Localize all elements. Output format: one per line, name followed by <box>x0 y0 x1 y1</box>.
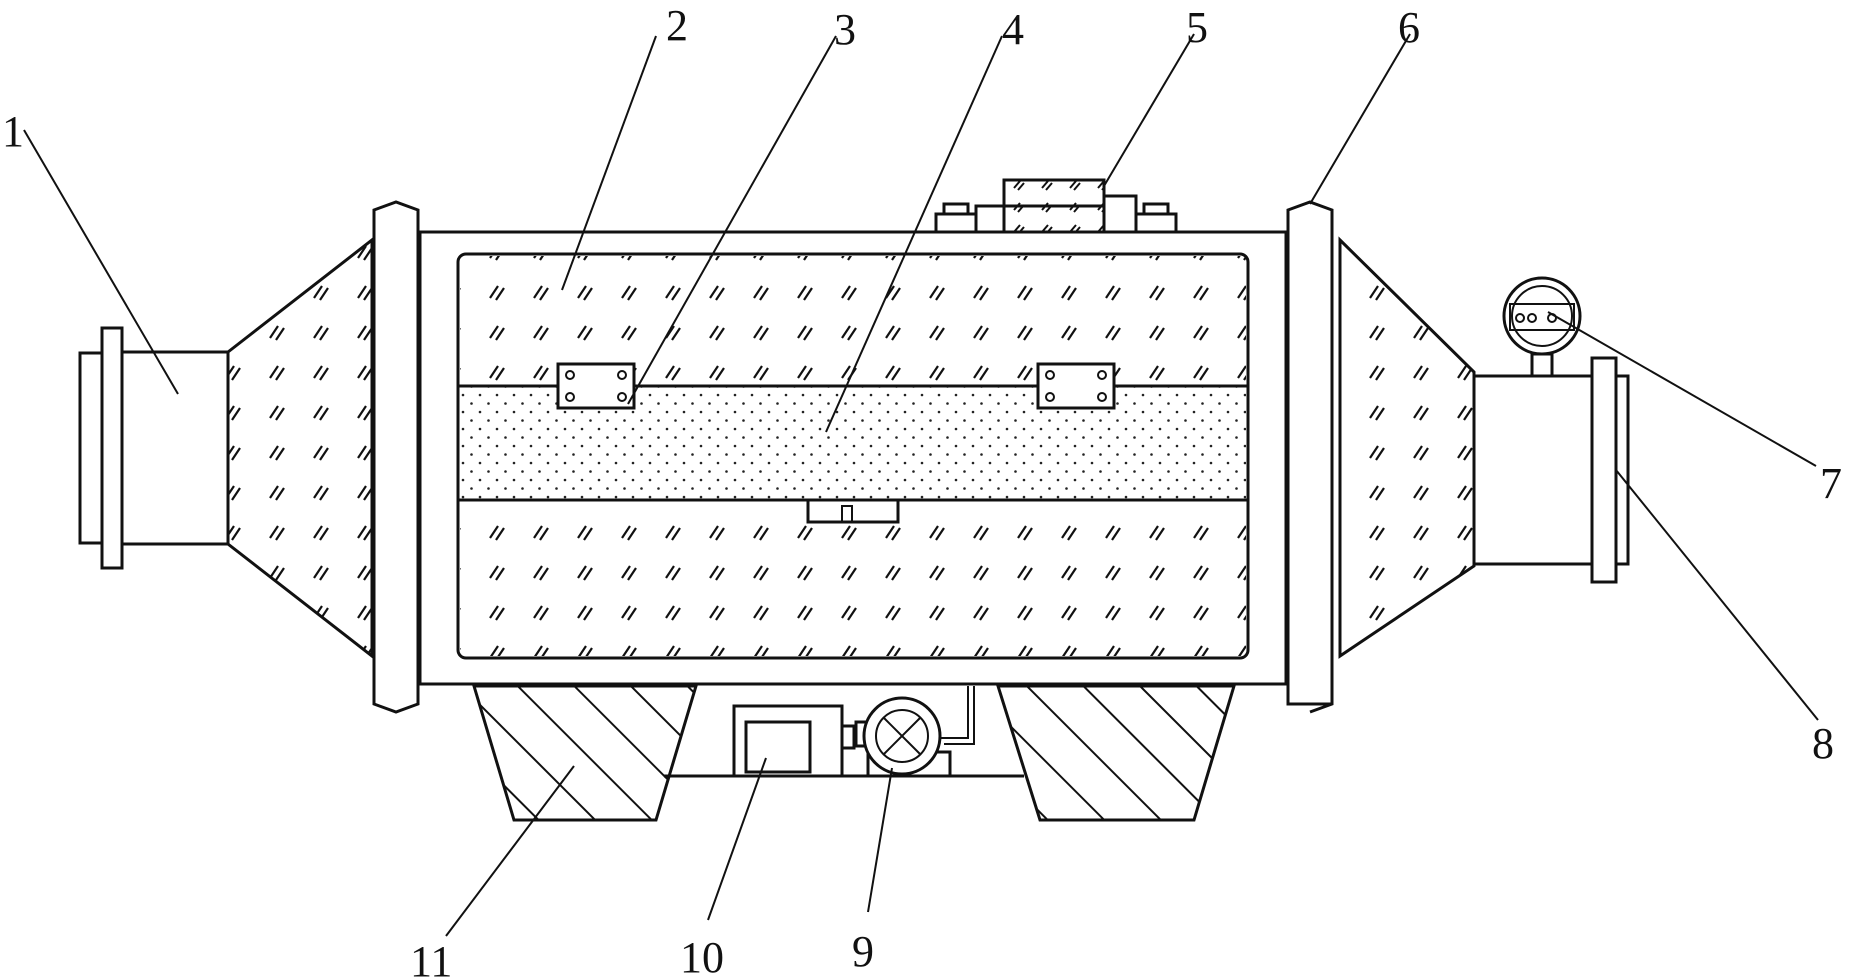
pressure-gauge <box>1504 278 1580 376</box>
left-flange <box>374 202 418 712</box>
label-1: 1 <box>2 107 24 156</box>
left-support <box>474 686 696 820</box>
bracket-right <box>1038 364 1114 408</box>
bracket-left <box>558 364 634 408</box>
center-clip <box>808 500 898 522</box>
top-unit <box>936 180 1176 232</box>
pump <box>856 686 974 776</box>
filter-chamber <box>458 254 1248 658</box>
inlet-pipe <box>80 328 228 568</box>
right-support <box>998 686 1234 820</box>
label-7: 7 <box>1820 459 1842 508</box>
right-flange <box>1288 202 1332 712</box>
label-3: 3 <box>834 5 856 54</box>
label-9: 9 <box>852 927 874 976</box>
label-4: 4 <box>1002 5 1024 54</box>
label-5: 5 <box>1186 3 1208 52</box>
control-box <box>734 706 854 776</box>
label-10: 10 <box>680 933 724 978</box>
label-2: 2 <box>666 1 688 50</box>
left-cone <box>228 240 372 656</box>
label-11: 11 <box>410 937 452 978</box>
label-8: 8 <box>1812 719 1834 768</box>
outlet-pipe <box>1474 358 1628 582</box>
right-cone <box>1340 240 1474 656</box>
label-6: 6 <box>1398 3 1420 52</box>
